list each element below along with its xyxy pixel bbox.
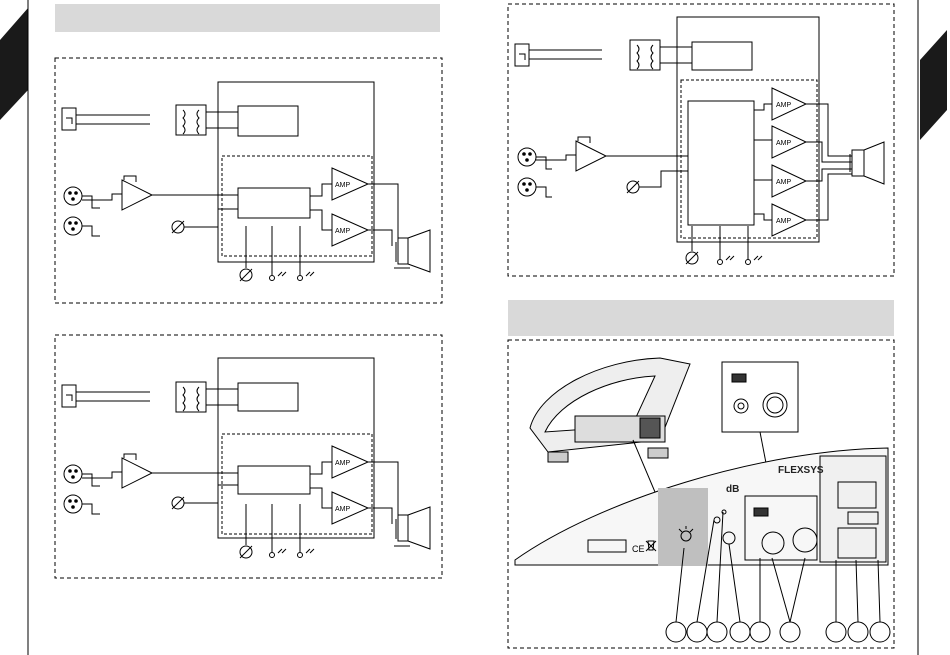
volume-knob-icon: [240, 269, 252, 281]
flexsys-logo: FLEXSYS: [778, 465, 824, 476]
callout-markers: [666, 622, 890, 642]
iec-power-inlet-icon: [62, 385, 76, 407]
amp-label: AMP: [335, 460, 351, 467]
amp-label: AMP: [335, 182, 351, 189]
dsp-block: [688, 101, 754, 225]
amp-labels-1: AMP AMP: [335, 182, 351, 235]
volume-knob-icon: [172, 221, 184, 233]
block-diagram-3: [508, 4, 894, 276]
block-diagram-1: [55, 58, 442, 303]
speaker-driver-icon: [394, 507, 430, 549]
xlr-connector-icon: [64, 187, 82, 235]
amp-label: AMP: [776, 140, 792, 147]
xlr-connector-icon: [518, 148, 536, 196]
volume-knob-icon: [240, 546, 252, 558]
amp-label: AMP: [335, 506, 351, 513]
speaker-driver-icon: [850, 142, 884, 184]
xlr-connector-icon: [64, 465, 82, 513]
iec-power-inlet-icon: [515, 44, 529, 66]
db-logo: dB: [726, 484, 739, 495]
ce-mark-icon: CE: [632, 544, 645, 554]
cabinet-thumbnail: [530, 358, 690, 462]
connector-zoom-box: [722, 362, 798, 432]
transformer-icon: [176, 105, 206, 135]
left-edge-tab: [0, 0, 28, 655]
section-header-band-left: [55, 4, 440, 32]
amp-module-dashed: [222, 434, 372, 534]
section-header-band-right: [508, 300, 894, 336]
right-edge-tab: [918, 0, 947, 655]
amp-label: AMP: [776, 179, 792, 186]
amp-label: AMP: [335, 228, 351, 235]
volume-knob-icon: [172, 497, 184, 509]
amp-labels-2: AMP AMP: [335, 460, 351, 513]
volume-knob-icon: [627, 181, 639, 193]
amp-module-dashed: [222, 156, 372, 256]
block-diagram-2: [55, 335, 442, 578]
transformer-icon: [630, 40, 660, 70]
amp-label: AMP: [776, 102, 792, 109]
power-supply-block: [218, 82, 374, 262]
iec-power-inlet-icon: [62, 108, 76, 130]
transformer-icon: [176, 382, 206, 412]
speaker-driver-icon: [394, 230, 430, 272]
volume-knob-icon: [686, 252, 698, 264]
amp-label: AMP: [776, 218, 792, 225]
power-supply-block: [677, 17, 819, 242]
led-indicator-icon: [278, 272, 286, 276]
rear-panel-illustration: FLEXSYS dB CE: [508, 340, 894, 648]
amp-module-dashed: [681, 80, 817, 238]
power-supply-block: [218, 358, 374, 538]
